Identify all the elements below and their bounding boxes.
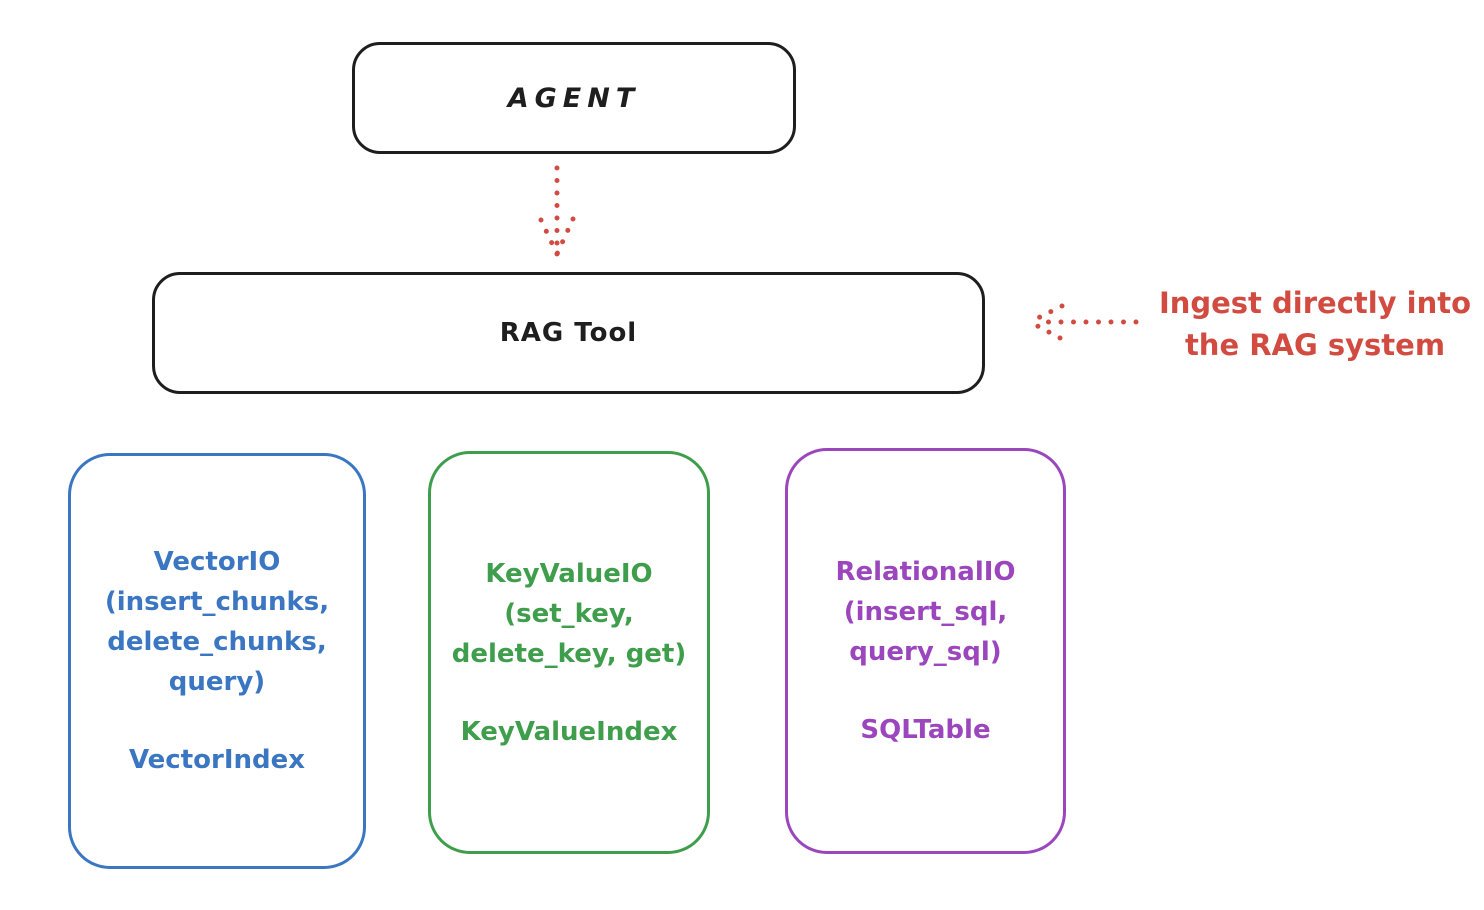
vector-io-line: query) bbox=[168, 667, 266, 697]
keyvalue-io-line: KeyValueIO bbox=[485, 558, 653, 589]
ingest-annotation-line2: the RAG system bbox=[1184, 328, 1446, 362]
keyvalue-io-line: delete_key, get) bbox=[451, 638, 687, 669]
vector-io-line: delete_chunks, bbox=[107, 627, 327, 657]
relational-io-line: (insert_sql, bbox=[843, 597, 1008, 627]
rag-tool-label: RAG Tool bbox=[499, 318, 638, 348]
keyvalue-io-node: KeyValueIO (set_key, delete_key, get) Ke… bbox=[428, 451, 710, 854]
vector-index-label: VectorIndex bbox=[128, 745, 306, 775]
sql-table-label: SQLTable bbox=[860, 715, 991, 745]
agent-node: AGENT bbox=[352, 42, 796, 154]
ingest-annotation-line1: Ingest directly into bbox=[1158, 286, 1472, 320]
agent-label: AGENT bbox=[507, 82, 641, 114]
annotation-to-ragtool-arrow bbox=[1027, 303, 1139, 341]
vector-io-line: VectorIO bbox=[153, 547, 281, 577]
vector-io-node: VectorIO (insert_chunks, delete_chunks, … bbox=[68, 453, 366, 869]
relational-io-line: query_sql) bbox=[849, 637, 1002, 667]
relational-io-node: RelationalIO (insert_sql, query_sql) SQL… bbox=[785, 448, 1066, 854]
keyvalue-index-label: KeyValueIndex bbox=[460, 716, 678, 747]
vector-io-line: (insert_chunks, bbox=[104, 587, 330, 617]
ingest-annotation: Ingest directly into the RAG system bbox=[1140, 282, 1484, 366]
keyvalue-io-line: (set_key, bbox=[504, 598, 634, 629]
agent-to-ragtool-arrow bbox=[538, 165, 576, 257]
rag-tool-node: RAG Tool bbox=[152, 272, 985, 394]
relational-io-line: RelationalIO bbox=[835, 557, 1016, 587]
